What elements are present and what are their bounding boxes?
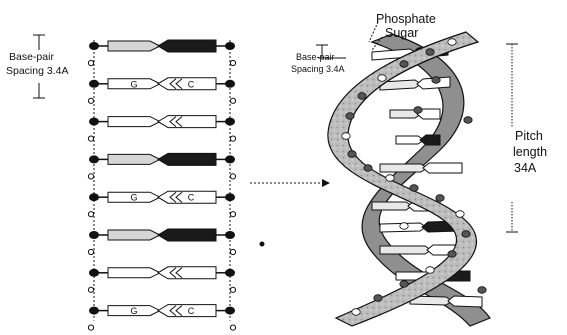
stray-dot: [260, 242, 265, 247]
phosphate-node: [230, 325, 235, 330]
backbone-bead: [400, 281, 408, 288]
backbone-bead: [400, 223, 408, 230]
sugar-node: [225, 307, 235, 315]
base-pair-rung: [88, 40, 235, 66]
backbone-bead: [364, 165, 372, 172]
right-base-letter: C: [188, 306, 195, 316]
phosphate-node: [88, 174, 93, 179]
right-base: [158, 153, 216, 165]
right-base: [158, 267, 216, 279]
sugar-node: [89, 155, 99, 163]
backbone-bead: [478, 287, 486, 294]
backbone-bead: [348, 151, 356, 158]
sugar-node: [225, 193, 235, 201]
backbone-bead: [414, 107, 422, 114]
left-spacing-label-line1: Base-pair: [9, 51, 54, 63]
left-base: [108, 154, 160, 164]
backbone-bead: [346, 113, 354, 120]
backbone-bead: [436, 195, 444, 202]
phosphate-node: [88, 136, 93, 141]
phosphate-node: [230, 98, 235, 103]
phosphate-node: [230, 287, 235, 292]
phosphate-node: [230, 174, 235, 179]
sugar-node: [89, 307, 99, 315]
sugar-label: Sugar: [385, 26, 418, 40]
phosphate-node: [88, 98, 93, 103]
base-pair-rung: [88, 153, 235, 179]
phosphate-node: [88, 325, 93, 330]
helix-base-pair: [380, 163, 462, 173]
sugar-node: [225, 231, 235, 239]
backbone-bead: [426, 49, 434, 56]
backbone-bead: [400, 61, 408, 68]
left-base: [108, 41, 160, 51]
base-pair-rung: [88, 116, 235, 142]
backbone-bead: [462, 231, 470, 238]
left-base-letter: G: [130, 306, 137, 316]
sugar-node: [225, 42, 235, 50]
left-spacing-label-line2: Spacing 3.4A: [6, 65, 68, 77]
backbone-bead: [410, 185, 418, 192]
transition-arrow: [250, 179, 330, 187]
left-base-letter: G: [130, 193, 137, 203]
right-base: [158, 40, 216, 52]
sugar-node: [89, 80, 99, 88]
phosphate-node: [230, 136, 235, 141]
right-base-letter: C: [188, 193, 195, 203]
backbone-bead: [374, 295, 382, 302]
backbone-bead: [342, 133, 350, 140]
backbone-bead: [378, 75, 386, 82]
phosphate-node: [88, 249, 93, 254]
phosphate-node: [88, 212, 93, 217]
phosphate-label: Phosphate: [376, 12, 436, 26]
double-helix: [316, 22, 518, 326]
left-base: [108, 268, 160, 278]
phosphate-node: [230, 249, 235, 254]
left-base-letter: G: [130, 79, 137, 89]
backbone-bead: [456, 211, 464, 218]
helix-base-pair: [396, 135, 440, 145]
sugar-node: [225, 155, 235, 163]
sugar-node: [89, 42, 99, 50]
backbone-bead: [432, 77, 440, 84]
phosphate-node: [88, 287, 93, 292]
backbone-bead: [464, 117, 472, 124]
sugar-node: [89, 269, 99, 277]
backbone-bead: [352, 309, 360, 316]
sugar-node: [89, 193, 99, 201]
phosphate-sugar-pointer: [369, 22, 382, 50]
phosphate-node: [230, 212, 235, 217]
sugar-node: [89, 118, 99, 126]
base-pair-rung: [88, 229, 235, 255]
left-base: [108, 117, 160, 127]
phosphate-node: [230, 60, 235, 65]
sugar-node: [89, 231, 99, 239]
right-spacing-label-line2: Spacing 3.4A: [291, 64, 345, 74]
backbone-bead: [448, 251, 456, 258]
backbone-bead: [386, 175, 394, 182]
helix-base-pair: [410, 296, 482, 307]
right-base: [158, 229, 216, 241]
backbone-bead: [426, 267, 434, 274]
sugar-node: [225, 80, 235, 88]
left-base: [108, 230, 160, 240]
right-spacing-label-line1: Base-pair: [296, 52, 335, 62]
pitch-label-line2: length: [513, 145, 547, 159]
backbone-bead: [358, 93, 366, 100]
pitch-label-line1: Pitch: [515, 129, 543, 143]
backbone-bead: [448, 39, 456, 46]
sugar-node: [225, 269, 235, 277]
right-base-letter: C: [188, 79, 195, 89]
right-base: [158, 116, 216, 128]
sugar-node: [225, 118, 235, 126]
base-pair-rung: [88, 267, 235, 293]
pitch-label-line3: 34A: [514, 161, 536, 175]
phosphate-node: [88, 60, 93, 65]
